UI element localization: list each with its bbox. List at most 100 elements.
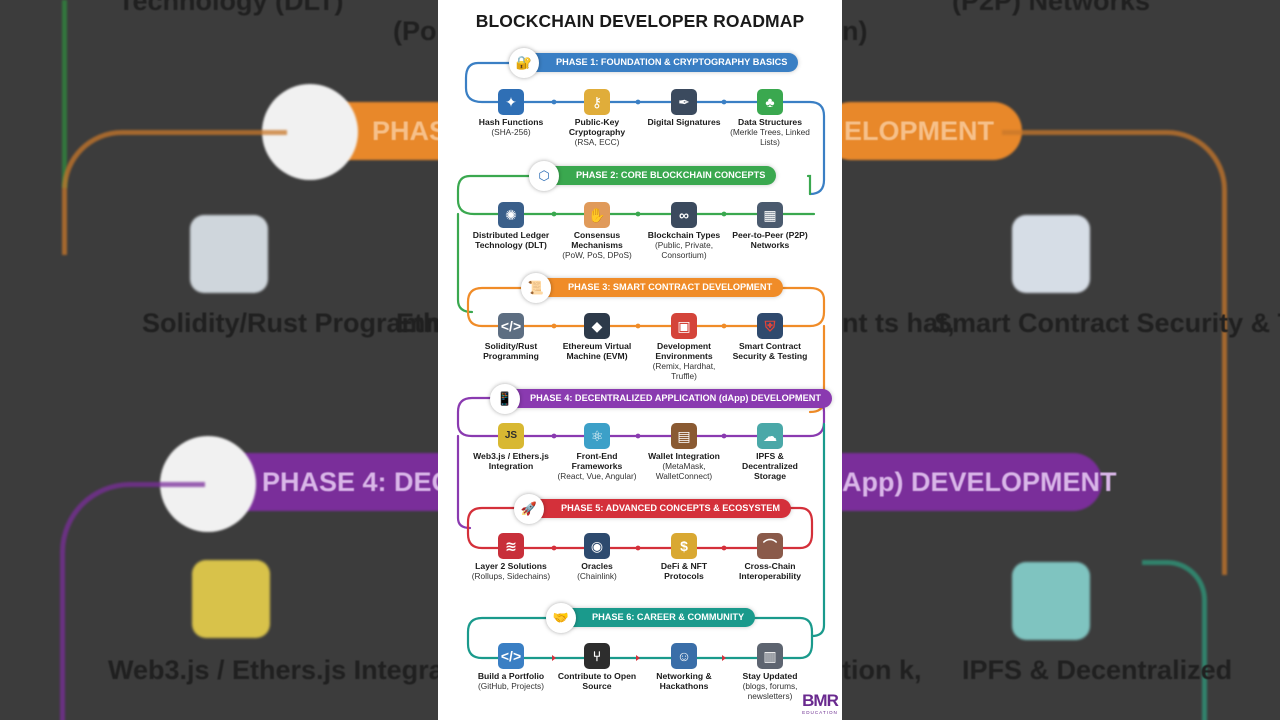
lock-key-icon: 🔐 bbox=[509, 48, 539, 78]
coin-nft-icon: $ bbox=[671, 533, 697, 559]
item-label: Solidity/Rust Programming bbox=[483, 341, 539, 361]
item-sub: (Chainlink) bbox=[577, 571, 617, 581]
dapp-phone-icon: 📱 bbox=[490, 384, 520, 414]
item-sub: (SHA-256) bbox=[491, 127, 531, 137]
item-label: Build a Portfolio bbox=[477, 671, 545, 681]
bg-text-left-mid: Ethe Ma bbox=[396, 308, 438, 338]
keys-icon: ⚷ bbox=[584, 89, 610, 115]
track-phase2-down bbox=[456, 212, 474, 314]
bg-teal-line bbox=[1142, 560, 1207, 720]
item-blockchain-types: ∞ Blockchain Types (Public, Private, Con… bbox=[642, 202, 726, 260]
item-label: Networking & Hackathons bbox=[656, 671, 712, 691]
item-label: Blockchain Types bbox=[647, 230, 721, 240]
cloud-storage-icon: ☁ bbox=[757, 423, 783, 449]
handshake-icon: ✋ bbox=[584, 202, 610, 228]
bg-orange-line-right bbox=[1002, 130, 1227, 575]
item-label: Stay Updated bbox=[742, 671, 798, 681]
wallet-icon: ▤ bbox=[671, 423, 697, 449]
roadmap-card: BLOCKCHAIN DEVELOPER ROADMAP PHASE 1: FO… bbox=[438, 0, 842, 720]
phase-2-banner: PHASE 2: CORE BLOCKCHAIN CONCEPTS bbox=[546, 166, 777, 185]
item-label: Ethereum Virtual Machine (EVM) bbox=[562, 341, 632, 361]
item-sub: (Remix, Hardhat, Truffle) bbox=[652, 361, 716, 381]
item-sub: (Merkle Trees, Linked Lists) bbox=[730, 127, 810, 147]
folder-code-icon: </> bbox=[498, 643, 524, 669]
bg-phase3-pill-right bbox=[842, 102, 1022, 160]
bg-text-phase4: PHASE 4: DEC bbox=[262, 467, 438, 497]
phase-1-label: PHASE 1: FOUNDATION & CRYPTOGRAPHY BASIC… bbox=[556, 57, 788, 67]
newspaper-icon: ▥ bbox=[757, 643, 783, 669]
bg-code-icon bbox=[190, 215, 268, 293]
bg-purple-line bbox=[60, 482, 205, 720]
track-phase2b bbox=[806, 174, 812, 196]
toolbox-icon: ▣ bbox=[671, 313, 697, 339]
code-window-icon: </> bbox=[498, 313, 524, 339]
contract-scroll-icon: 📜 bbox=[521, 273, 551, 303]
item-ipfs: ☁ IPFS & Decentralized Storage bbox=[728, 423, 812, 481]
track-phase5 bbox=[466, 506, 814, 550]
item-sub: (GitHub, Projects) bbox=[478, 681, 544, 691]
item-oracles: ◉ Oracles (Chainlink) bbox=[555, 533, 639, 581]
background-left-panel: Technology (DLT) (Po PHAS Solidity/Rust … bbox=[0, 0, 438, 720]
phase-3-label: PHASE 3: SMART CONTRACT DEVELOPMENT bbox=[568, 282, 773, 292]
item-label: DeFi & NFT Protocols bbox=[660, 561, 708, 581]
item-label: Layer 2 Solutions bbox=[475, 561, 547, 571]
bg-green-line bbox=[62, 0, 287, 188]
item-consensus: ✋ Consensus Mechanisms (PoW, PoS, DPoS) bbox=[555, 202, 639, 260]
track-phase6-up bbox=[810, 422, 826, 638]
track-phase1 bbox=[464, 61, 826, 196]
item-stay-updated: ▥ Stay Updated (blogs, forums, newslette… bbox=[728, 643, 812, 701]
bg-text-top-left: Technology (DLT) bbox=[118, 0, 344, 16]
bg-text-right-mid: nt ts hat, bbox=[842, 308, 955, 338]
phase-6-label: PHASE 6: CAREER & COMMUNITY bbox=[592, 612, 745, 622]
item-networking: ☺ Networking & Hackathons bbox=[642, 643, 726, 691]
bg-text-top-mid: (Po bbox=[393, 16, 437, 46]
track-phase2 bbox=[456, 174, 816, 216]
item-p2p: ▦ Peer-to-Peer (P2P) Networks bbox=[728, 202, 812, 250]
item-hash-functions: ✦ Hash Functions (SHA-256) bbox=[469, 89, 553, 137]
bg-phase4-pill-right bbox=[842, 453, 1102, 511]
item-sub: (React, Vue, Angular) bbox=[557, 471, 637, 481]
ethereum-icon: ◆ bbox=[584, 313, 610, 339]
item-portfolio: </> Build a Portfolio (GitHub, Projects) bbox=[469, 643, 553, 691]
item-public-key: ⚷ Public-Key Cryptography (RSA, ECC) bbox=[555, 89, 639, 147]
item-evm: ◆ Ethereum Virtual Machine (EVM) bbox=[555, 313, 639, 361]
logo-text: BMR bbox=[802, 691, 839, 710]
item-solidity: </> Solidity/Rust Programming bbox=[469, 313, 553, 361]
item-label: Hash Functions bbox=[478, 117, 544, 127]
brand-logo: BMR EDUCATION bbox=[800, 692, 840, 716]
item-web3js: JS Web3.js / Ethers.js Integration bbox=[469, 423, 553, 471]
js-chip-icon: JS bbox=[498, 423, 524, 449]
item-frontend: ⚛ Front-End Frameworks (React, Vue, Angu… bbox=[555, 423, 639, 481]
item-label: Consensus Mechanisms bbox=[571, 230, 623, 250]
bg-text-right-item: Smart Contract Security & Testing bbox=[934, 308, 1280, 338]
bg-orange-line bbox=[62, 130, 287, 255]
bridge-icon: ⌒ bbox=[757, 533, 783, 559]
bg-text-left-item: Solidity/Rust Programming bbox=[142, 308, 438, 338]
background-right-panel: (P2P) Networks n) ELOPMENT nt ts hat, Sm… bbox=[842, 0, 1280, 720]
phase-6-banner: PHASE 6: CAREER & COMMUNITY bbox=[562, 608, 756, 627]
phase-4-banner: PHASE 4: DECENTRALIZED APPLICATION (dApp… bbox=[500, 389, 832, 408]
item-label: Cross-Chain Interoperability bbox=[738, 561, 802, 581]
item-dlt: ✺ Distributed Ledger Technology (DLT) bbox=[469, 202, 553, 250]
item-label: Contribute to Open Source bbox=[557, 671, 637, 691]
item-label: Wallet Integration bbox=[648, 451, 720, 461]
bg-js-icon bbox=[192, 560, 270, 638]
item-label: Web3.js / Ethers.js Integration bbox=[473, 451, 549, 471]
item-label: IPFS & Decentralized Storage bbox=[742, 451, 798, 481]
p2p-network-icon: ▦ bbox=[757, 202, 783, 228]
bg-cloud-icon bbox=[1012, 562, 1090, 640]
item-label: Smart Contract Security & Testing bbox=[732, 341, 808, 361]
item-label: Peer-to-Peer (P2P) Networks bbox=[732, 230, 808, 250]
bg-text-phase4-right: App) DEVELOPMENT bbox=[842, 467, 1117, 497]
eye-icon: ◉ bbox=[584, 533, 610, 559]
rocket-icon: 🚀 bbox=[514, 494, 544, 524]
puzzle-icon: ✦ bbox=[498, 89, 524, 115]
bg-text-bottom-left: Web3.js / Ethers.js Integration bbox=[108, 655, 438, 685]
logo-tagline: EDUCATION bbox=[802, 710, 838, 715]
phase-1-banner: PHASE 1: FOUNDATION & CRYPTOGRAPHY BASIC… bbox=[526, 53, 799, 72]
item-label: Digital Signatures bbox=[647, 117, 721, 127]
item-layer2: ≋ Layer 2 Solutions (Rollups, Sidechains… bbox=[469, 533, 553, 581]
item-open-source: ⑂ Contribute to Open Source bbox=[555, 643, 639, 691]
item-label: Oracles bbox=[581, 561, 613, 571]
